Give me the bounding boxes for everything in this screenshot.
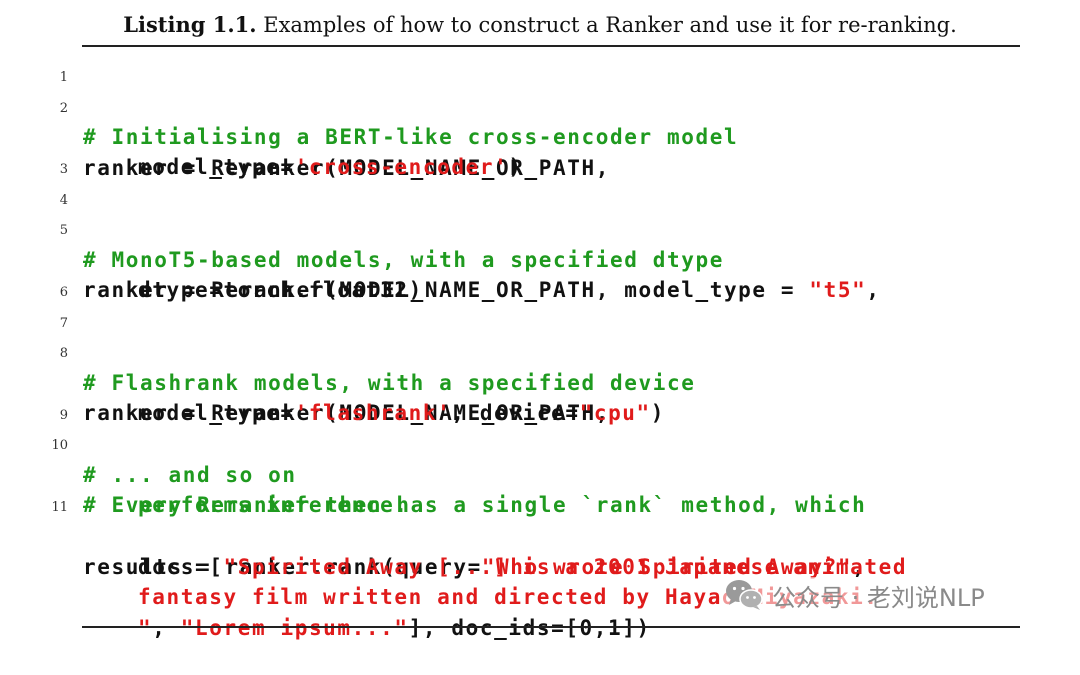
code-segment: ranker = Reranker(MODEL_NAME_OR_PATH, mo… [83, 278, 810, 302]
code-line-11-continued-1: docs=["Spirited Away [...] is a 2001 Jap… [0, 521, 1080, 579]
code-string: "Who wrote Spirited Away?" [481, 555, 853, 579]
code-segment: results = ranker.rank(query= [83, 555, 482, 579]
code-segment: ], doc_ids=[0,1]) [408, 616, 651, 640]
code-line-10-continued: performs inference. [0, 459, 1080, 517]
code-line-7: 7 # Flashrank models, with a specified d… [0, 306, 1080, 395]
line-number: 2 [59, 101, 68, 116]
code-segment: model_type= [138, 401, 295, 425]
code-comment: # Flashrank models, with a specified dev… [83, 371, 696, 395]
code-string: "t5" [809, 278, 867, 302]
line-number: 10 [51, 438, 68, 453]
code-comment: performs inference. [138, 493, 409, 517]
line-number: 4 [59, 193, 68, 208]
code-line-11-continued-3: ", "Lorem ipsum..."], doc_ids=[0,1]) [0, 582, 1080, 640]
code-string: 'flashrank' [294, 401, 452, 425]
code-line-10: 10 # Every Reranker then has a single `r… [0, 428, 1080, 517]
code-text: # MonoT5-based models, with a specified … [83, 245, 724, 276]
code-segment: ) [650, 401, 666, 425]
code-line-5-continued: dtype=torch.float32) [0, 244, 1080, 302]
code-line-5: 5 ranker = Reranker(MODEL_NAME_OR_PATH, … [0, 213, 1080, 302]
code-segment: , [852, 555, 867, 579]
code-comment: # MonoT5-based models, with a specified … [83, 248, 724, 272]
code-string: "cpu" [579, 401, 651, 425]
line-number: 3 [59, 162, 68, 177]
line-number: 5 [59, 223, 68, 238]
code-string: "Spirited Away [...] is a 2001 Japanese … [223, 555, 908, 579]
code-line-9: 9 # ... and so on [0, 398, 1080, 487]
code-text: dtype=torch.float32) [138, 278, 423, 302]
watermark-text: 公众号 · 老刘说NLP [772, 583, 985, 612]
code-string: " [138, 616, 153, 640]
code-line-2-continued: model_type='cross-encoder') [0, 121, 1080, 179]
code-segment: model_type= [138, 155, 295, 179]
listing-caption: Listing 1.1. Examples of how to construc… [0, 12, 1080, 37]
code-text: ranker = Reranker(MODEL_NAME_OR_PATH, [83, 401, 610, 425]
code-line-6: 6 [0, 275, 1080, 306]
caption-text: Examples of how to construct a Ranker an… [256, 13, 957, 37]
code-text: docs=["Spirited Away [...] is a 2001 Jap… [138, 552, 907, 583]
code-line-3: 3 [0, 152, 1080, 183]
code-comment: # Initialising a BERT-like cross-encoder… [83, 125, 739, 149]
code-line-8-continued: model_type='flashrank', device="cpu") [0, 367, 1080, 425]
code-text: model_type='cross-encoder') [138, 152, 523, 183]
line-number: 7 [59, 316, 68, 331]
code-text: ranker = Reranker(MODEL_NAME_OR_PATH, [83, 156, 610, 180]
code-segment: , [152, 616, 181, 640]
bottom-rule [82, 626, 1020, 628]
line-number: 11 [51, 500, 68, 515]
watermark: 公众号 · 老刘说NLP [720, 577, 989, 613]
top-rule [82, 45, 1020, 47]
code-line-4: 4 # MonoT5-based models, with a specifie… [0, 183, 1080, 272]
code-comment: # Every Reranker then has a single `rank… [83, 493, 867, 517]
code-line-11: 11 results = ranker.rank(query="Who wrot… [0, 490, 1080, 579]
code-segment: ) [508, 155, 523, 179]
code-text: results = ranker.rank(query="Who wrote S… [83, 552, 866, 583]
code-line-2: 2 ranker = Reranker(MODEL_NAME_OR_PATH, [0, 91, 1080, 180]
code-segment: , [866, 278, 881, 302]
code-string: "Lorem ipsum..." [180, 616, 409, 640]
code-text: ", "Lorem ipsum..."], doc_ids=[0,1]) [138, 613, 651, 644]
caption-label: Listing 1.1. [123, 12, 257, 37]
code-text: performs inference. [138, 490, 409, 521]
line-number: 8 [59, 346, 68, 361]
code-text: # Every Reranker then has a single `rank… [83, 490, 866, 521]
line-number: 1 [59, 70, 68, 85]
code-text: # ... and so on [83, 460, 297, 491]
line-number: 9 [59, 408, 68, 423]
code-text: # Initialising a BERT-like cross-encoder… [83, 122, 738, 153]
line-number: 6 [59, 285, 68, 300]
code-segment: docs=[ [138, 555, 224, 579]
code-line-1: 1 # Initialising a BERT-like cross-encod… [0, 60, 1080, 149]
code-string: 'cross-encoder' [294, 155, 509, 179]
code-text: ranker = Reranker(MODEL_NAME_OR_PATH, mo… [83, 275, 881, 306]
code-text: model_type='flashrank', device="cpu") [138, 398, 665, 429]
code-comment: # ... and so on [83, 463, 297, 487]
code-segment: , device= [451, 401, 580, 425]
code-line-8: 8 ranker = Reranker(MODEL_NAME_OR_PATH, [0, 336, 1080, 425]
code-text: # Flashrank models, with a specified dev… [83, 368, 695, 399]
wechat-icon [726, 580, 763, 610]
